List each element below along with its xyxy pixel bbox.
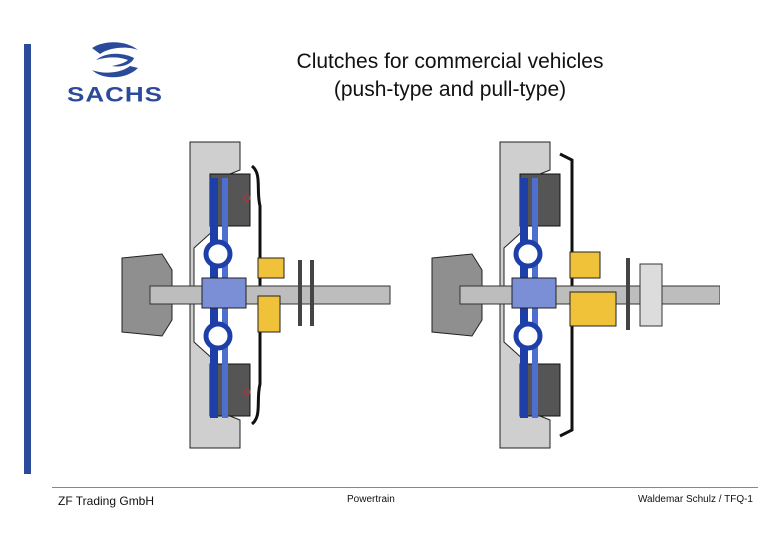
pull-type-clutch-diagram [431,141,720,449]
footer-section: Powertrain [347,494,395,505]
sachs-logo-icon [92,42,138,78]
sachs-logo: SACHS [52,40,178,108]
logo-text: SACHS [66,82,163,107]
page-title: Clutches for commercial vehicles (push-t… [235,48,665,104]
title-line-2: (push-type and pull-type) [333,78,567,101]
clutch-diagrams [121,141,720,449]
title-line-1: Clutches for commercial vehicles [296,50,604,73]
footer-company: ZF Trading GmbH [58,494,155,508]
accent-side-bar [24,44,31,474]
push-type-clutch-diagram [121,141,391,449]
footer-author: Waldemar Schulz / TFQ-1 [637,494,753,505]
footer-divider [52,487,758,488]
